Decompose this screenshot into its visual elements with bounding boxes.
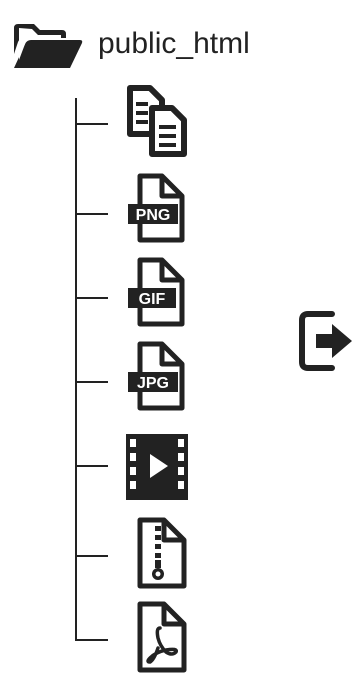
gif-badge: GIF	[139, 291, 166, 308]
zip-file-icon	[137, 517, 187, 589]
pdf-file-icon	[137, 601, 187, 673]
documents-icon	[127, 85, 187, 157]
folder-label: public_html	[98, 27, 250, 60]
png-file-icon: PNG	[128, 173, 185, 243]
sign-out-icon[interactable]	[296, 308, 356, 374]
folder-open-icon	[14, 24, 83, 68]
video-file-icon	[126, 434, 188, 500]
jpg-file-icon: JPG	[128, 341, 185, 411]
gif-file-icon: GIF	[128, 257, 185, 327]
jpg-badge: JPG	[137, 375, 169, 392]
png-badge: PNG	[136, 207, 171, 224]
